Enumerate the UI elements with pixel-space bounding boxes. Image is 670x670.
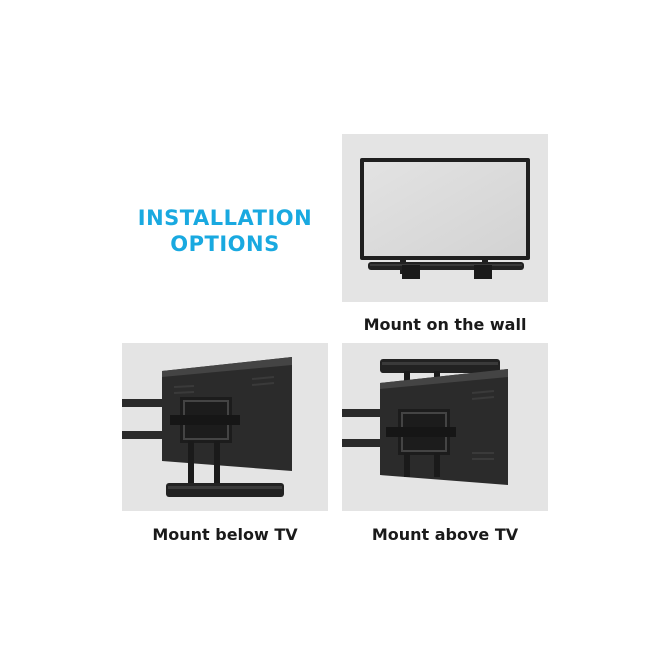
mount-below-panel (122, 343, 328, 511)
installation-options-title: INSTALLATION OPTIONS (122, 205, 328, 257)
mount-above-panel (342, 343, 548, 511)
mount-wall-panel (342, 134, 548, 302)
title-line-2: OPTIONS (170, 232, 280, 256)
tv-arm-soundbar-below-icon (122, 343, 328, 511)
mount-below-caption: Mount below TV (152, 525, 298, 544)
tv-arm-soundbar-above-icon (342, 343, 548, 511)
tv-wall-soundbar-icon (342, 134, 548, 302)
title-line-1: INSTALLATION (137, 206, 313, 230)
mount-wall-caption: Mount on the wall (363, 315, 527, 334)
mount-above-caption: Mount above TV (371, 525, 519, 544)
